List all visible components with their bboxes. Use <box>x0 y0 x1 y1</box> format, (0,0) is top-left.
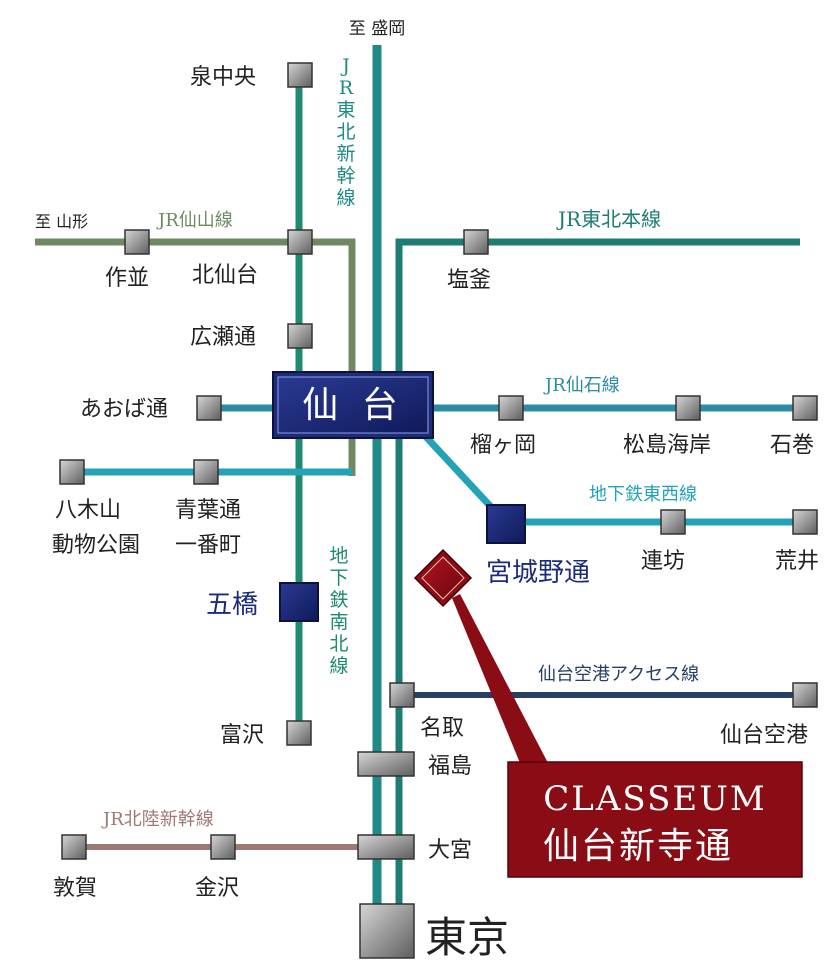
station-label-rikkaoka: 榴ヶ岡 <box>470 433 536 458</box>
station-marker-kita-sendai <box>287 229 313 255</box>
station-marker-miyaginodori <box>486 504 526 544</box>
station-markers <box>59 62 818 959</box>
station-label-sakunami: 作並 <box>105 266 149 291</box>
svg-text:一番町: 一番町 <box>175 533 241 558</box>
vertical-label-char: 幹 <box>336 165 355 187</box>
station-marker-aobadori-ichibancho <box>193 459 219 485</box>
station-label-aobadori: あおば通 <box>80 397 168 422</box>
senzan-line-label: JR仙山線 <box>156 210 233 231</box>
station-label-arai: 荒井 <box>775 549 819 574</box>
sendai-hub: 仙 台 <box>272 371 434 439</box>
station-label-kanazawa: 金沢 <box>195 876 239 901</box>
vertical-label-char: 鉄 <box>329 589 348 611</box>
station-label-rembo: 連坊 <box>641 549 685 574</box>
station-label-tokyo: 東京 <box>425 913 509 962</box>
property-pointer <box>452 594 548 763</box>
property-name-jp: 仙台新寺通 <box>543 826 733 867</box>
vertical-label-char: R <box>339 77 354 99</box>
station-label-omiya: 大宮 <box>428 838 472 863</box>
tohoku-main-line-label: JR東北本線 <box>556 207 661 231</box>
station-marker-arai <box>792 509 818 535</box>
property-pin-inner <box>421 556 465 600</box>
station-label-ishinomaki: 石巻 <box>770 433 814 458</box>
station-label-sendai-airport: 仙台空港 <box>720 723 808 748</box>
station-marker-omiya <box>357 834 415 860</box>
svg-text:青葉通: 青葉通 <box>175 498 241 523</box>
station-marker-tomizawa <box>286 720 312 746</box>
property-name-en: CLASSEUM <box>543 779 766 819</box>
tozai-line-label: 地下鉄東西線 <box>589 484 697 505</box>
property-box <box>507 761 803 878</box>
vertical-label-char: 東 <box>336 99 355 121</box>
vertical-label-char: 線 <box>329 655 348 677</box>
station-marker-sakunami <box>124 229 150 255</box>
hokuriku-line-label: JR北陸新幹線 <box>101 809 214 830</box>
vertical-label-char: 地 <box>329 545 348 567</box>
senseki-line-label: JR仙石線 <box>543 375 620 396</box>
to-morioka-label: 至 盛岡 <box>349 19 405 39</box>
station-marker-rembo <box>660 509 686 535</box>
vertical-label-char: 新 <box>336 143 355 165</box>
svg-text:動物公園: 動物公園 <box>52 533 140 558</box>
station-marker-tokyo <box>359 903 415 959</box>
station-label-itsutsubashi: 五橋 <box>206 590 258 620</box>
station-label-hirosedori: 広瀬通 <box>190 325 256 350</box>
station-marker-natori <box>389 682 415 708</box>
svg-text:八木山: 八木山 <box>55 498 121 523</box>
station-marker-matsushima <box>675 395 701 421</box>
vertical-label-char: 下 <box>329 567 348 589</box>
vertical-label-char: 北 <box>329 633 348 655</box>
to-yamagata-label: 至 山形 <box>35 212 88 231</box>
station-label-shiogama: 塩釜 <box>447 268 491 293</box>
vertical-label-char: 北 <box>336 121 355 143</box>
station-label-kita-sendai: 北仙台 <box>192 263 258 288</box>
station-marker-aobadori <box>196 395 222 421</box>
station-marker-izumi-chuo <box>287 62 313 88</box>
station-label-tsuruga: 敦賀 <box>53 876 97 901</box>
station-marker-rikkaoka <box>498 395 524 421</box>
station-label-tomizawa: 富沢 <box>220 723 264 748</box>
station-marker-fukushima <box>357 751 415 777</box>
station-label-fukushima: 福島 <box>428 754 472 779</box>
station-marker-itsutsubashi <box>279 582 319 622</box>
hub-label: 仙 台 <box>302 385 403 426</box>
vertical-label-char: 線 <box>336 187 355 209</box>
property-marker <box>413 548 803 878</box>
station-marker-sendai-airport <box>792 682 818 708</box>
station-marker-hirosedori <box>287 323 313 349</box>
station-label-matsushima: 松島海岸 <box>623 433 711 458</box>
station-label-natori: 名取 <box>420 716 464 741</box>
station-label-aobadori-ichibancho: 青葉通 一番町 <box>175 498 241 558</box>
station-marker-shiogama <box>463 229 489 255</box>
vertical-label-char: J <box>340 55 350 77</box>
station-label-izumi-chuo: 泉中央 <box>190 65 256 90</box>
station-label-miyaginodori: 宮城野通 <box>486 558 590 588</box>
station-marker-tsuruga <box>61 834 87 860</box>
station-marker-ishinomaki <box>792 395 818 421</box>
station-marker-yagiyama <box>59 459 85 485</box>
airport-line-label: 仙台空港アクセス線 <box>538 664 699 685</box>
vertical-label-char: 南 <box>329 611 348 633</box>
station-marker-kanazawa <box>210 834 236 860</box>
station-label-yagiyama: 八木山 動物公園 <box>52 498 140 558</box>
